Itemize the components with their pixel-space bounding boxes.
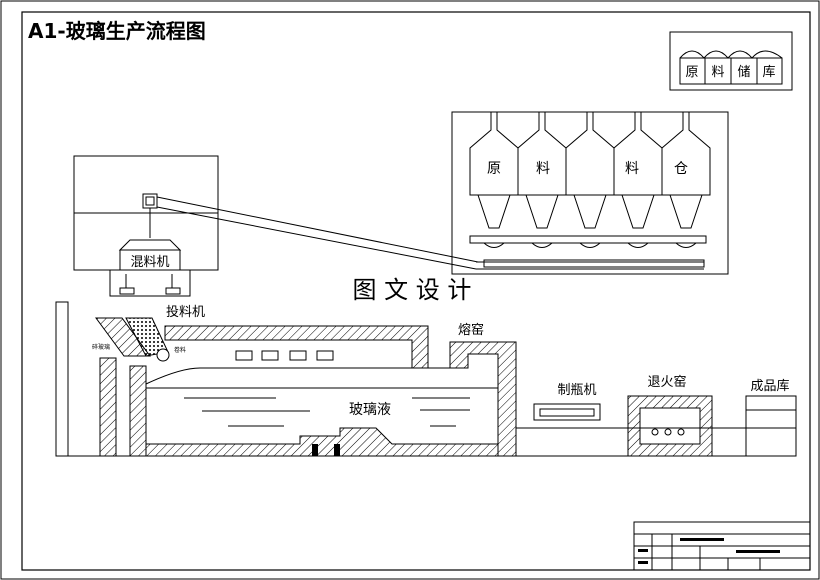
- title-block: [633, 521, 811, 571]
- mixing-house: 混料机: [73, 155, 219, 297]
- silo-outlet: [579, 242, 601, 248]
- silo-label: 原: [487, 161, 501, 177]
- legend-cell: 原: [685, 65, 698, 80]
- finished-goods-warehouse: 成品库: [745, 378, 797, 457]
- silo-outlet: [675, 242, 697, 248]
- silo-outlet: [531, 242, 553, 248]
- inner-frame: [21, 11, 811, 571]
- feeder-label: 投料机: [166, 304, 205, 320]
- bottle-machine-label: 制瓶机: [557, 383, 596, 398]
- silo-outlet: [627, 242, 649, 248]
- silo: [469, 112, 519, 229]
- silo: [661, 112, 711, 229]
- warehouse-label: 成品库: [750, 378, 789, 394]
- silo-label: 仓: [674, 161, 688, 177]
- silo: [565, 112, 615, 229]
- furnace-label: 熔窑: [458, 322, 484, 338]
- glass-liquid-label: 玻璃液: [349, 401, 391, 418]
- batch-label: 卷料: [174, 346, 186, 354]
- watermark-text: 图 文 设 计: [353, 276, 472, 304]
- diagram-title: A1-玻璃生产流程图: [28, 19, 206, 43]
- annealing-lehr: 退火窑: [627, 374, 713, 457]
- silo-outlet: [483, 242, 505, 248]
- annealing-label: 退火窑: [647, 374, 686, 390]
- left-wall: [55, 301, 69, 457]
- legend-cell: 储: [737, 65, 750, 80]
- bottle-making-machine: 制瓶机: [516, 383, 796, 429]
- cullet-label: 碎玻璃: [92, 343, 110, 351]
- legend-cell: 料: [711, 65, 724, 80]
- silo-label: 料: [536, 161, 550, 177]
- raw-material-storage-legend: 原 料 储 库: [669, 31, 793, 91]
- belt-conveyor: [156, 196, 704, 270]
- silo: [613, 112, 663, 229]
- melting-furnace: 玻璃液 熔窑: [99, 322, 517, 457]
- silo-label: 料: [625, 161, 639, 177]
- silo: [517, 112, 567, 229]
- legend-cell: 库: [762, 64, 775, 80]
- raw-material-silos: 原 料 料 仓: [451, 111, 729, 275]
- mixer-label: 混料机: [130, 255, 169, 270]
- batch-feeder: 碎玻璃 卷料 投料机: [92, 304, 205, 362]
